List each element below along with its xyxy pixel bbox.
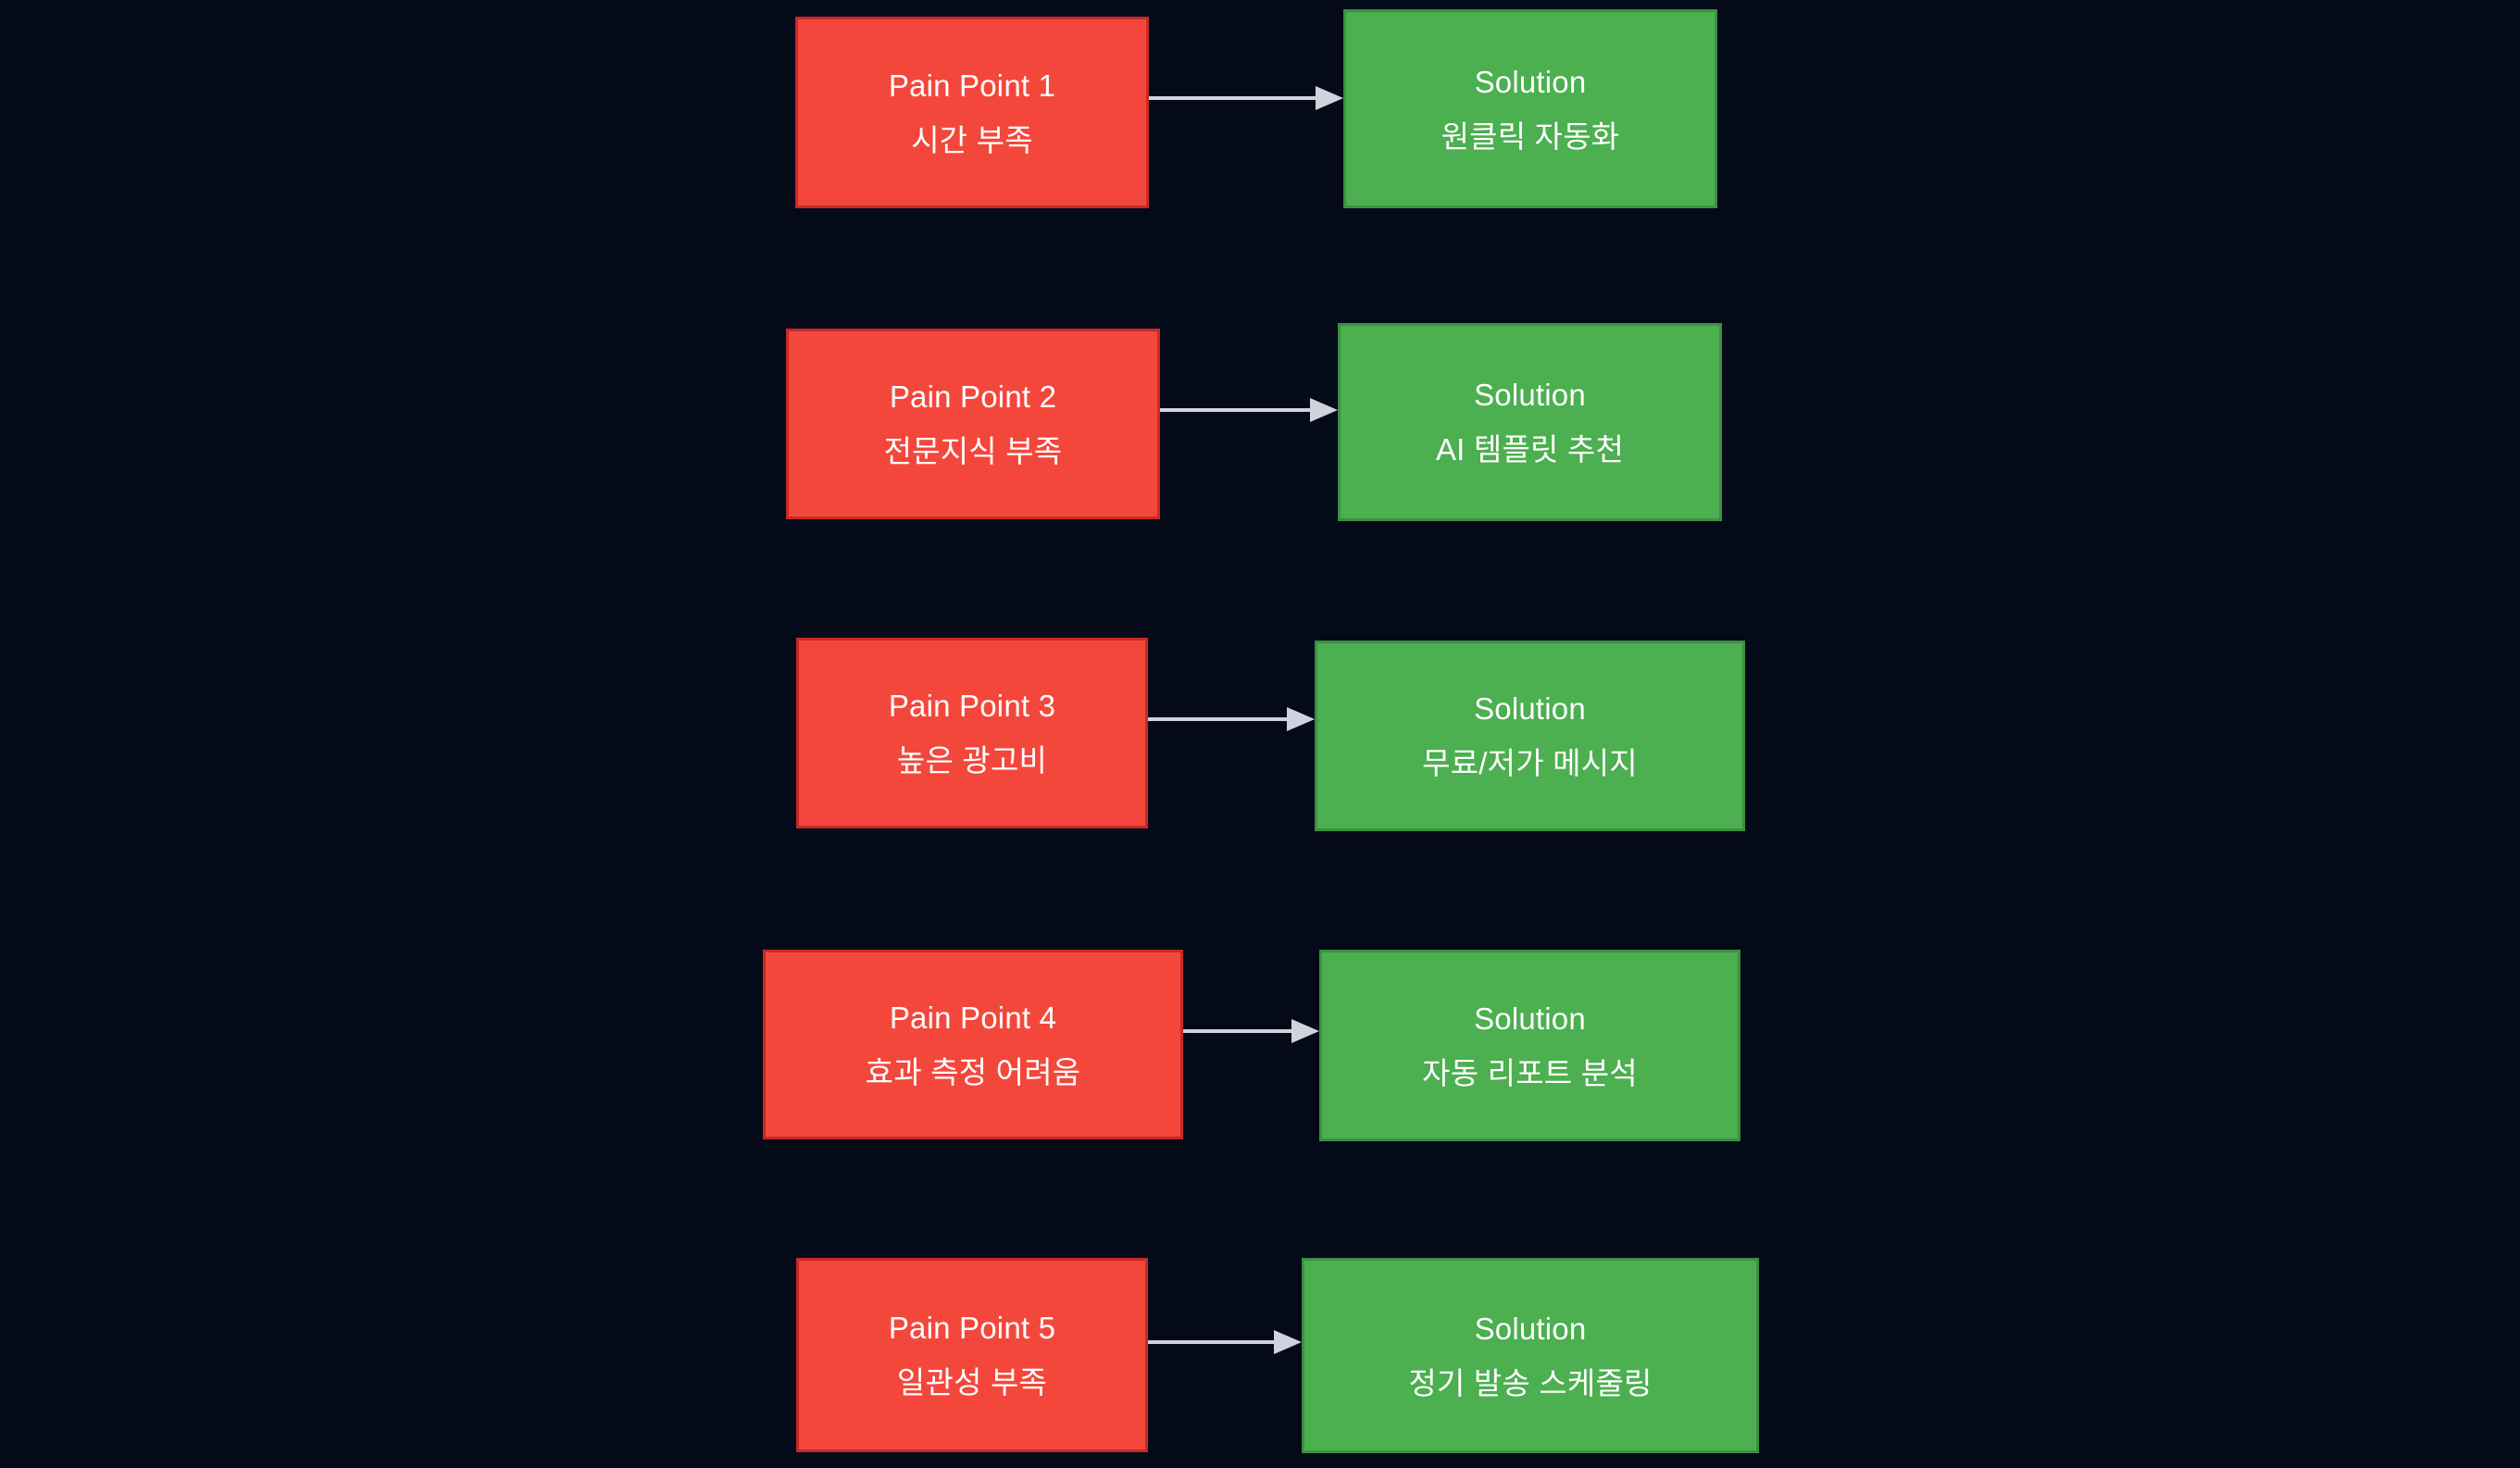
pain-point-1-node-detail: 시간 부족 xyxy=(911,122,1033,157)
solution-3-node-title: Solution xyxy=(1474,691,1586,726)
pain-point-1-node-title: Pain Point 1 xyxy=(888,68,1056,103)
pain-point-2-node[interactable]: Pain Point 2 전문지식 부족 xyxy=(786,329,1160,519)
solution-5-node[interactable]: Solution 정기 발송 스케줄링 xyxy=(1302,1258,1759,1453)
arrow-pain-point-3-to-solution-3 xyxy=(1148,705,1315,733)
pain-point-2-node-detail: 전문지식 부족 xyxy=(883,434,1063,468)
arrow-pain-point-5-to-solution-5 xyxy=(1148,1328,1302,1356)
pain-point-2-node-title: Pain Point 2 xyxy=(889,379,1057,414)
pain-point-5-node[interactable]: Pain Point 5 일관성 부족 xyxy=(796,1258,1148,1452)
solution-5-node-title: Solution xyxy=(1474,1311,1587,1346)
solution-1-node[interactable]: Solution 원클릭 자동화 xyxy=(1343,9,1717,208)
pain-point-5-node-detail: 일관성 부족 xyxy=(896,1365,1048,1400)
pain-point-4-node-detail: 효과 측정 어려움 xyxy=(865,1054,1081,1089)
solution-1-node-detail: 원클릭 자동화 xyxy=(1441,118,1620,154)
pain-point-1-node[interactable]: Pain Point 1 시간 부족 xyxy=(795,17,1149,208)
solution-4-node[interactable]: Solution 자동 리포트 분석 xyxy=(1319,950,1740,1141)
arrow-pain-point-4-to-solution-4 xyxy=(1183,1017,1319,1045)
pain-point-4-node-title: Pain Point 4 xyxy=(889,1000,1057,1035)
solution-1-node-title: Solution xyxy=(1474,64,1587,99)
arrow-pain-point-2-to-solution-2 xyxy=(1160,396,1338,424)
pain-point-4-node[interactable]: Pain Point 4 효과 측정 어려움 xyxy=(763,950,1183,1139)
solution-5-node-detail: 정기 발송 스케줄링 xyxy=(1408,1365,1653,1400)
pain-point-3-node[interactable]: Pain Point 3 높은 광고비 xyxy=(796,638,1148,828)
solution-4-node-title: Solution xyxy=(1474,1001,1586,1036)
solution-2-node-detail: AI 템플릿 추천 xyxy=(1435,432,1625,467)
solution-3-node[interactable]: Solution 무료/저가 메시지 xyxy=(1315,641,1745,831)
pain-point-5-node-title: Pain Point 5 xyxy=(888,1311,1056,1345)
arrow-pain-point-1-to-solution-1 xyxy=(1149,84,1343,112)
pain-point-3-node-detail: 높은 광고비 xyxy=(896,743,1048,778)
solution-2-node-title: Solution xyxy=(1474,378,1586,412)
pain-point-3-node-title: Pain Point 3 xyxy=(888,689,1056,723)
solution-3-node-detail: 무료/저가 메시지 xyxy=(1422,746,1638,780)
solution-4-node-detail: 자동 리포트 분석 xyxy=(1422,1055,1638,1090)
solution-2-node[interactable]: Solution AI 템플릿 추천 xyxy=(1338,323,1722,521)
